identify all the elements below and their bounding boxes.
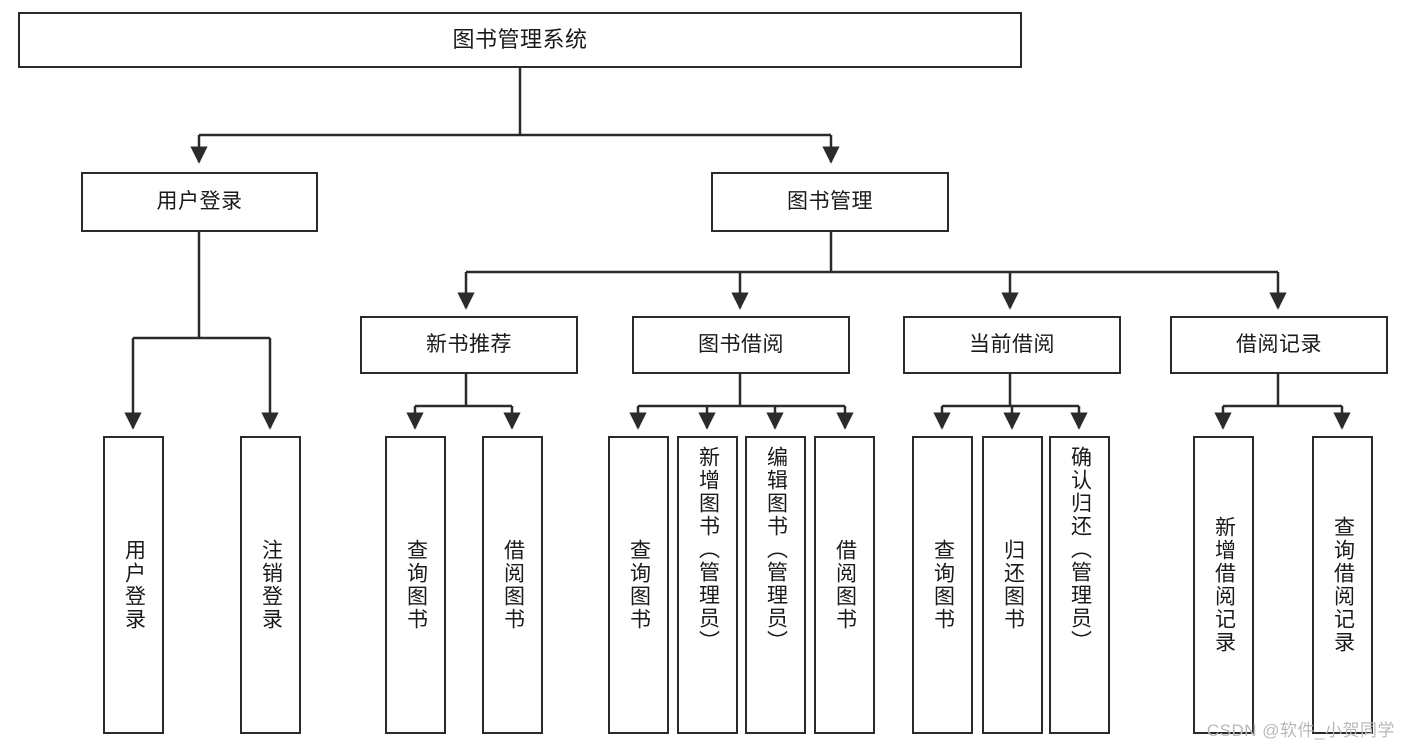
node-label: 注销登录 xyxy=(259,539,283,631)
node-label: 图书借阅 xyxy=(698,333,784,357)
node-book-borrow[interactable]: 图书借阅 xyxy=(632,316,850,374)
node-leaf-query-book-3[interactable]: 查询图书 xyxy=(912,436,973,734)
node-label: 查询借阅记录 xyxy=(1331,516,1355,654)
node-leaf-borrow-book-2[interactable]: 借阅图书 xyxy=(814,436,875,734)
node-label: 当前借阅 xyxy=(969,333,1055,357)
node-leaf-query-book-1[interactable]: 查询图书 xyxy=(385,436,446,734)
node-leaf-add-record[interactable]: 新增借阅记录 xyxy=(1193,436,1254,734)
node-label: 新书推荐 xyxy=(426,333,512,357)
node-book-management[interactable]: 图书管理 xyxy=(711,172,949,232)
csdn-watermark: CSDN @软件_小贺同学 xyxy=(1206,721,1395,740)
node-label: 查询图书 xyxy=(931,539,955,631)
node-label: 图书管理 xyxy=(787,190,873,214)
node-label: 借阅记录 xyxy=(1236,333,1322,357)
node-user-login[interactable]: 用户登录 xyxy=(81,172,318,232)
node-leaf-return-book[interactable]: 归还图书 xyxy=(982,436,1043,734)
node-leaf-query-record[interactable]: 查询借阅记录 xyxy=(1312,436,1373,734)
node-leaf-query-book-2[interactable]: 查询图书 xyxy=(608,436,669,734)
node-label: 编辑图书（管理员） xyxy=(764,446,788,653)
node-leaf-user-login[interactable]: 用户登录 xyxy=(103,436,164,734)
node-label: 新增借阅记录 xyxy=(1212,516,1236,654)
node-new-book-recommend[interactable]: 新书推荐 xyxy=(360,316,578,374)
node-label: 查询图书 xyxy=(404,539,428,631)
node-label: 借阅图书 xyxy=(833,539,857,631)
node-label: 图书管理系统 xyxy=(452,26,588,52)
node-leaf-borrow-book-1[interactable]: 借阅图书 xyxy=(482,436,543,734)
node-label: 借阅图书 xyxy=(501,539,525,631)
node-label: 归还图书 xyxy=(1001,539,1025,631)
node-label: 用户登录 xyxy=(156,190,243,214)
node-leaf-logout-login[interactable]: 注销登录 xyxy=(240,436,301,734)
node-label: 查询图书 xyxy=(627,539,651,631)
node-leaf-edit-book[interactable]: 编辑图书（管理员） xyxy=(745,436,806,734)
node-leaf-confirm-return[interactable]: 确认归还（管理员） xyxy=(1049,436,1110,734)
node-label: 用户登录 xyxy=(122,539,146,631)
node-borrow-record[interactable]: 借阅记录 xyxy=(1170,316,1388,374)
node-label: 新增图书（管理员） xyxy=(696,446,720,653)
node-label: 确认归还（管理员） xyxy=(1068,446,1092,653)
node-leaf-add-book[interactable]: 新增图书（管理员） xyxy=(677,436,738,734)
node-root-system[interactable]: 图书管理系统 xyxy=(18,12,1022,68)
node-current-borrow[interactable]: 当前借阅 xyxy=(903,316,1121,374)
